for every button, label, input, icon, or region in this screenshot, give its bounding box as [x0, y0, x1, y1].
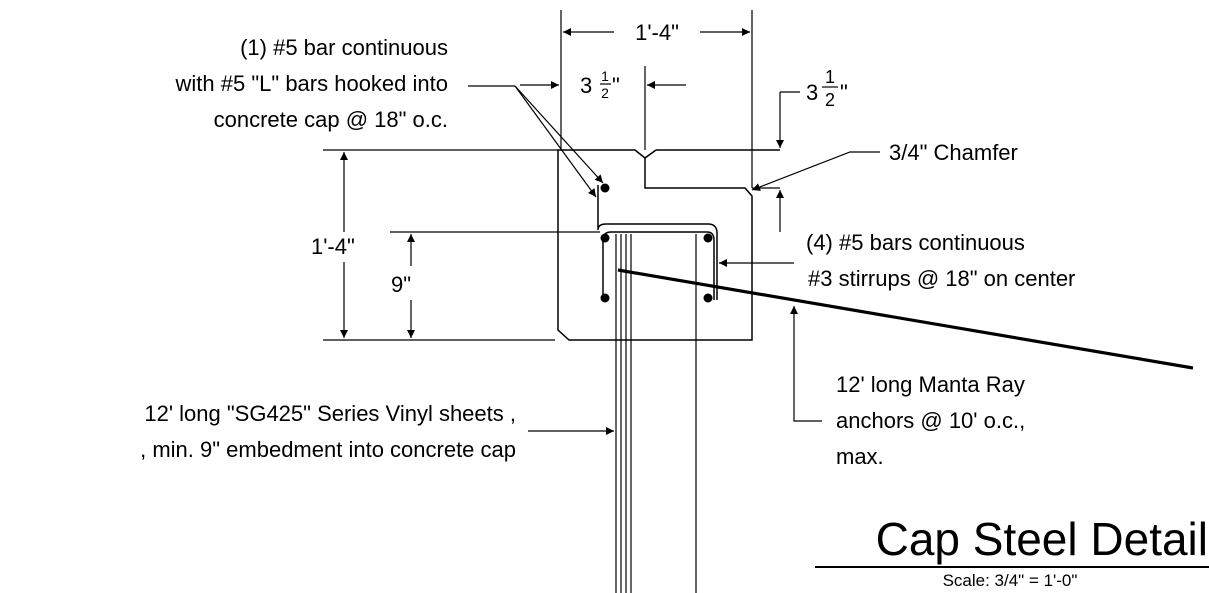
chamfer-offset-den: 2: [825, 90, 835, 110]
cap-top-notch-line: [644, 149, 657, 159]
stirrup-note-line-2: #3 stirrups @ 18" on center: [808, 266, 1075, 291]
drawing-title: Cap Steel Detail: [876, 513, 1208, 565]
l-bar: [597, 185, 718, 300]
chamfer-label: 3/4" Chamfer: [889, 140, 1018, 165]
manta-ray-anchor: [617, 268, 1194, 370]
anchor-note-line-3: max.: [836, 444, 884, 469]
chamfer-leader: [751, 151, 880, 191]
chamfer-offset-whole: 3: [806, 80, 818, 105]
bar-note-leader-1: [514, 85, 597, 198]
offset-dim-whole: 3: [580, 73, 592, 98]
stirrup: [602, 231, 715, 300]
chamfer-offset-num: 1: [825, 67, 835, 87]
rebar-dot-lower-right: [703, 293, 713, 303]
vinyl-sheet: [615, 234, 697, 593]
drawing-scale: Scale: 3/4" = 1'-0": [943, 571, 1078, 590]
rebar-dot-lower-left: [600, 293, 610, 303]
concrete-cap-outline: [557, 149, 753, 341]
bar-note-line-1: (1) #5 bar continuous: [240, 35, 448, 60]
stirrup-note-line-1: (4) #5 bars continuous: [806, 230, 1025, 255]
offset-dim-den: 2: [601, 85, 609, 101]
anchor-note-line-1: 12' long Manta Ray: [836, 372, 1025, 397]
rebar-dot-top: [600, 183, 610, 193]
anchor-note-leader: [790, 306, 822, 422]
sheet-note-line-1: 12' long "SG425" Series Vinyl sheets ,: [144, 401, 516, 426]
rebar-dot-upper-right: [703, 233, 713, 243]
rebar-dot-upper-left: [600, 233, 610, 243]
top-dim-label: 1'-4": [635, 20, 679, 45]
offset-dim-num: 1: [601, 68, 609, 84]
chamfer-offset-inch: ": [840, 80, 848, 105]
bar-note-line-2: with #5 "L" bars hooked into: [175, 71, 448, 96]
left-dim-label: 1'-4": [311, 234, 355, 259]
sheet-note-line-2: , min. 9" embedment into concrete cap: [140, 437, 516, 462]
anchor-note-line-2: anchors @ 10' o.c.,: [836, 408, 1025, 433]
embed-dim-label: 9": [391, 272, 411, 297]
offset-dim-inch: ": [612, 73, 620, 98]
bar-note-leader-2: [514, 85, 604, 184]
bar-note-line-3: concrete cap @ 18" o.c.: [214, 107, 448, 132]
